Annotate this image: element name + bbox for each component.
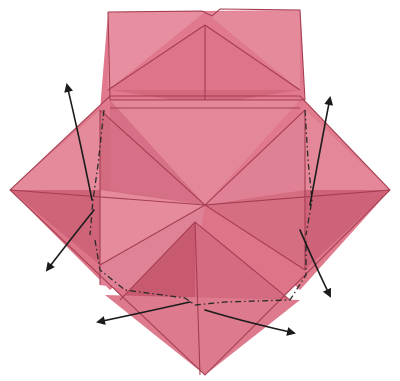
- origami-diagram: [0, 0, 400, 381]
